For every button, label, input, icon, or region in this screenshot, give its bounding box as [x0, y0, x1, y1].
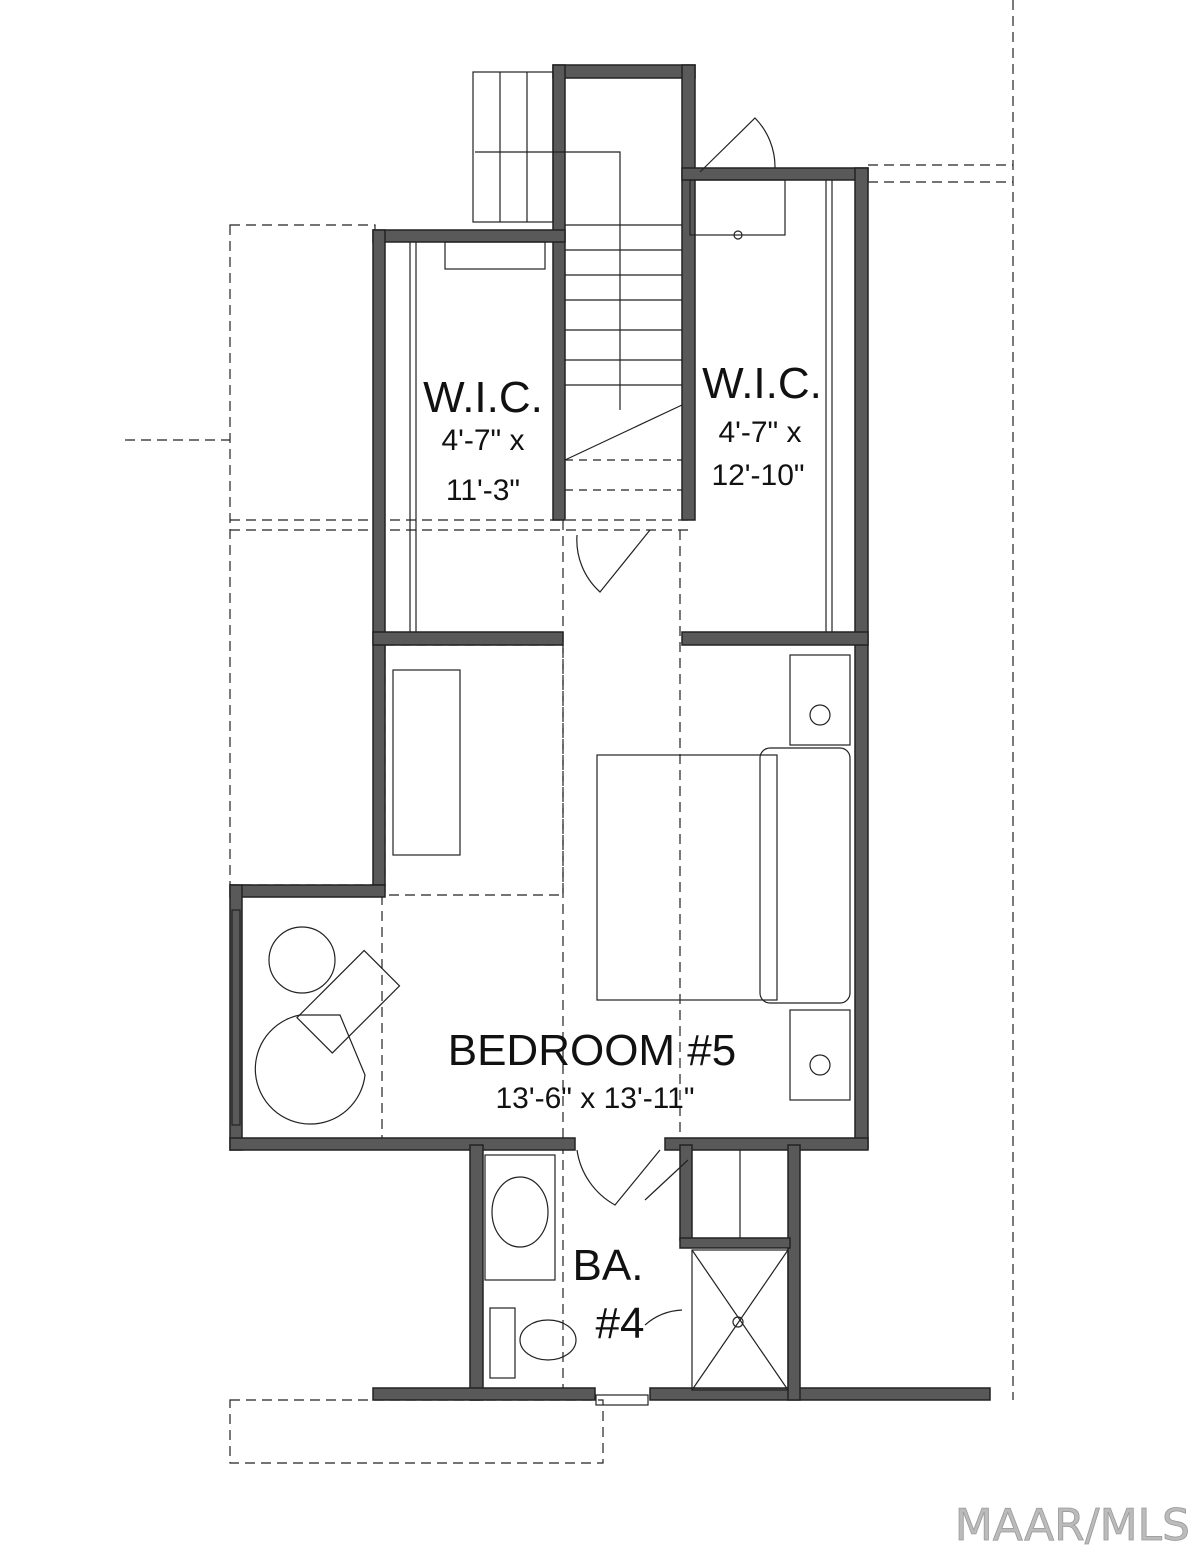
wic-left-name: W.I.C.	[423, 373, 543, 422]
wic-left-dim2: 11'-3"	[446, 474, 520, 507]
watermark: MAAR/MLS	[955, 1500, 1190, 1551]
bedroom-dim: 13'-6" x 13'-11"	[496, 1082, 695, 1115]
bath-number: #4	[596, 1299, 645, 1348]
wic-right-dim1: 4'-7" x	[718, 416, 801, 449]
bedroom-name: BEDROOM #5	[448, 1026, 737, 1075]
walls	[229, 64, 991, 1401]
wic-right-dim2: 12'-10"	[711, 459, 804, 492]
doors	[231, 529, 689, 1406]
furniture	[254, 654, 851, 1391]
wic-right-name: W.I.C.	[702, 359, 822, 408]
closet-shelves	[409, 180, 833, 632]
wic-left-dim1: 4'-7" x	[441, 424, 524, 457]
dashed-outlines	[125, 0, 1014, 1464]
room-labels: W.I.C. 4'-7" x 11'-3" W.I.C. 4'-7" x 12'…	[423, 359, 822, 1348]
bath-name: BA.	[573, 1241, 644, 1290]
staircase	[472, 71, 786, 491]
